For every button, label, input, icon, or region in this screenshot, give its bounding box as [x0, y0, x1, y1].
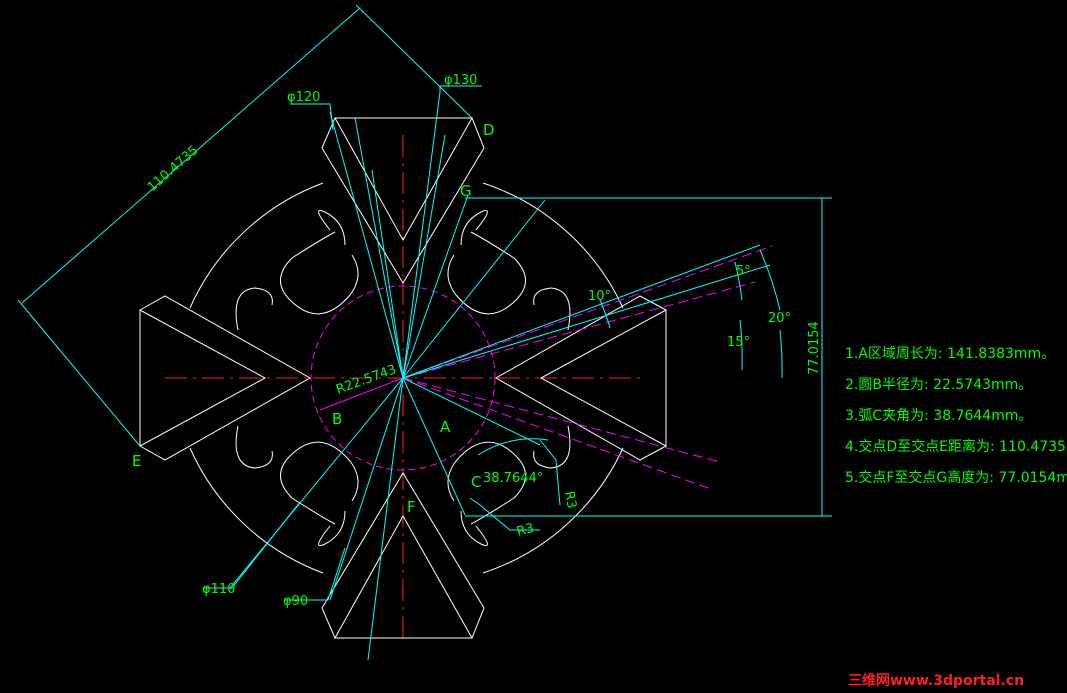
watermark: 三维网www.3dportal.cn — [848, 672, 1024, 689]
dim-phi130: φ130 — [444, 73, 477, 88]
dim-r3-a: R3 — [561, 490, 579, 510]
point-b: B — [332, 410, 342, 428]
dim-r3-b: R3 — [515, 521, 536, 540]
part-outline — [139, 117, 667, 639]
point-a: A — [440, 418, 451, 436]
note-5: 5.交点F至交点G高度为: 77.0154mm。 — [845, 469, 1067, 486]
dim-ang10: 10° — [588, 289, 611, 304]
note-2: 2.圆B半径为: 22.5743mm。 — [845, 377, 1032, 393]
dim-arc-angle: 38.7644° — [483, 471, 543, 486]
notes-block: 1.A区域周长为: 141.8383mm。 2.圆B半径为: 22.5743mm… — [845, 346, 1067, 486]
center-lines — [165, 135, 645, 640]
note-4: 4.交点D至交点E距离为: 110.4735mm。 — [845, 438, 1067, 455]
dim-aligned: 110.4735 — [145, 143, 202, 195]
dim-phi110: φ110 — [202, 582, 235, 597]
point-f: F — [407, 498, 416, 516]
note-3: 3.弧C夹角为: 38.7644mm。 — [845, 408, 1032, 424]
dimension-labels: φ120 φ130 φ110 φ90 110.4735 77.0154 R22.… — [145, 73, 822, 609]
dim-ang20: 20° — [768, 311, 791, 326]
dim-vertical: 77.0154 — [807, 321, 822, 375]
construction-lines — [17, 4, 832, 661]
point-e: E — [132, 452, 141, 470]
point-g: G — [460, 182, 472, 200]
dim-ang15: 15° — [727, 335, 750, 350]
point-labels: A B C D E F G — [132, 121, 495, 516]
note-1: 1.A区域周长为: 141.8383mm。 — [845, 346, 1055, 362]
point-c: C — [471, 473, 481, 491]
dim-phi120: φ120 — [287, 90, 320, 105]
circle-b — [310, 245, 773, 489]
point-d: D — [483, 121, 495, 139]
dim-ang5: 5° — [736, 264, 751, 279]
dim-phi90: φ90 — [283, 594, 308, 609]
